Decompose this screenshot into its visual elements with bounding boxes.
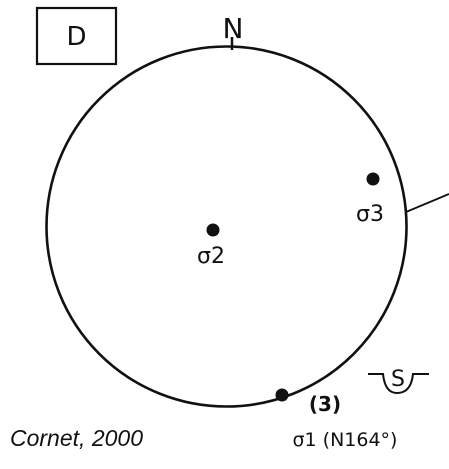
north-label: N bbox=[223, 12, 244, 45]
group-number-label: (3) bbox=[309, 392, 341, 416]
sigma1-label: σ1 (N164°) bbox=[293, 429, 398, 451]
slip-sense-letter: S bbox=[391, 367, 405, 392]
sigma2-point bbox=[206, 223, 220, 237]
primitive-circle bbox=[45, 45, 408, 408]
edge-line bbox=[405, 193, 449, 213]
sigma1-point bbox=[275, 388, 289, 402]
slip-sense-curve bbox=[368, 373, 429, 395]
sigma2-label: σ2 bbox=[197, 244, 225, 269]
sigma3-label: σ3 bbox=[356, 202, 384, 227]
slip-sense-symbol: S bbox=[368, 367, 429, 395]
sigma3-point bbox=[366, 172, 380, 186]
panel-label-box bbox=[35, 6, 118, 66]
panel-label: D bbox=[66, 22, 86, 52]
citation: Cornet, 2000 bbox=[10, 425, 143, 451]
